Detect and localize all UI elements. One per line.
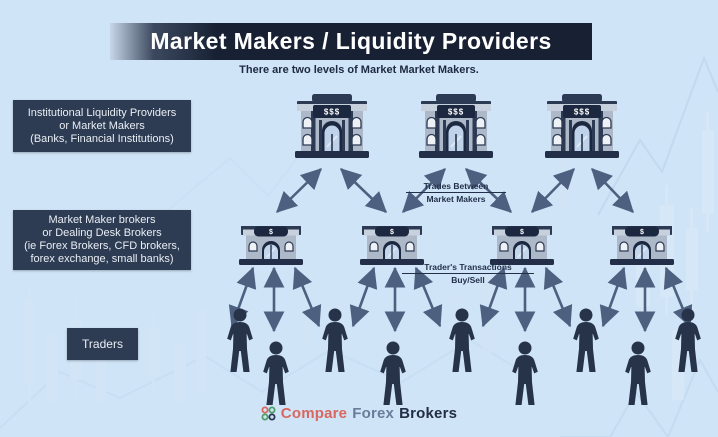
institutional-bank-icon-1: [294, 94, 370, 158]
brokers-line: forex exchange, small banks): [30, 253, 174, 265]
arrow-top1-mid2: [340, 168, 387, 213]
trader-figure-icon-3: [318, 308, 352, 374]
arrow-top3-mid4: [591, 168, 634, 213]
page-title: Market Makers / Liquidity Providers: [110, 23, 592, 60]
trader-figure-icon-1: [223, 308, 257, 374]
institutional-line: or Market Makers: [59, 119, 145, 132]
institutional-line: (Banks, Financial Institutions): [30, 132, 174, 145]
level-box-institutional: Institutional Liquidity Providers or Mar…: [13, 100, 191, 152]
trader-figure-icon-5: [445, 308, 479, 374]
brand-logo: Compare Forex Brokers: [0, 405, 718, 422]
brokers-line: (ie Forex Brokers, CFD brokers,: [24, 240, 180, 252]
logo-word-compare: Compare: [280, 405, 348, 422]
arrow-mid2-trader-left: [349, 266, 378, 328]
trader-figure-icon-7: [569, 308, 603, 374]
traders-label: Traders: [82, 336, 123, 351]
arrow-mid2-trader-right: [413, 266, 443, 328]
trader-figure-icon-4: [376, 341, 410, 407]
annotation-line: Trades Between: [406, 181, 506, 193]
broker-bank-icon-3: [490, 221, 554, 265]
brokers-line: or Dealing Desk Brokers: [42, 227, 162, 239]
arrow-mid3-trader-left: [479, 266, 508, 328]
trader-figure-icon-2: [259, 341, 293, 407]
institutional-line: Institutional Liquidity Providers: [27, 106, 177, 119]
arrow-mid3-trader-right: [543, 266, 573, 328]
trader-figure-icon-9: [671, 308, 705, 374]
trader-figure-icon-6: [508, 341, 542, 407]
arrow-mid1-trader-right: [292, 266, 322, 328]
trader-figure-icon-8: [621, 341, 655, 407]
institutional-bank-icon-3: [544, 94, 620, 158]
annotation-traders-transactions: Trader's Transactions Buy/Sell: [402, 262, 534, 285]
logo-word-forex: Forex: [352, 405, 395, 422]
arrow-mid4-trader-left: [599, 266, 628, 328]
level-box-traders: Traders: [67, 328, 138, 360]
annotation-line: Market Makers: [426, 194, 486, 204]
annotation-line: Buy/Sell: [451, 275, 485, 285]
arrow-mid2-top2: [402, 168, 446, 213]
broker-bank-icon-1: [239, 221, 303, 265]
institutional-bank-icon-2: [418, 94, 494, 158]
broker-bank-icon-4: [610, 221, 674, 265]
level-box-brokers: Market Maker brokers or Dealing Desk Bro…: [13, 210, 191, 270]
annotation-trades-between: Trades Between Market Makers: [406, 181, 506, 204]
logo-word-brokers: Brokers: [399, 405, 458, 422]
annotation-line: Trader's Transactions: [402, 262, 534, 274]
page-subtitle: There are two levels of Market Market Ma…: [239, 64, 479, 76]
arrow-mid1-top1: [276, 168, 322, 213]
brokers-line: Market Maker brokers: [48, 214, 156, 226]
dots-grid-icon: [261, 406, 276, 421]
broker-bank-icon-2: [360, 221, 424, 265]
arrow-mid3-top3: [531, 168, 575, 213]
arrow-top2-mid3: [465, 168, 512, 213]
